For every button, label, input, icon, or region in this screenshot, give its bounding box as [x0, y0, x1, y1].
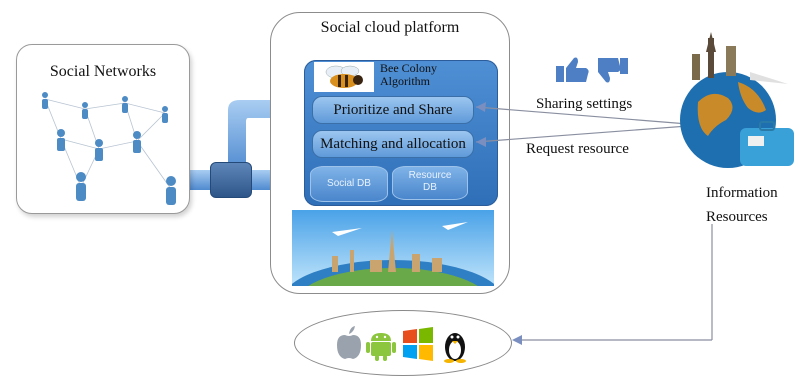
os-icons-row	[337, 326, 466, 363]
connector-node	[210, 162, 252, 198]
like-dislike-icons	[556, 57, 628, 83]
thumbs-down-icon	[598, 58, 621, 83]
world-travel-image	[292, 210, 494, 286]
information-resources-label: Information Resources	[706, 181, 778, 229]
linux-tux-icon	[444, 333, 466, 363]
matching-allocation-block: Matching and allocation	[312, 130, 474, 158]
social-networks-box: Social Networks	[16, 44, 190, 214]
algorithm-label-line2: Algorithm	[380, 74, 430, 88]
information-resources-globe	[680, 32, 794, 168]
apple-icon	[337, 326, 361, 359]
thumbs-up-icon	[566, 57, 589, 82]
resource-db: Resource DB	[392, 166, 468, 200]
request-arrow-line	[475, 125, 689, 143]
resource-db-line1: Resource	[408, 170, 452, 181]
information-line2: Resources	[706, 209, 768, 225]
resource-db-line2: DB	[423, 182, 437, 193]
algorithm-label-line1: Bee Colony	[380, 61, 437, 75]
sharing-arrowhead	[476, 102, 486, 112]
devices-arrowhead	[512, 335, 522, 345]
social-networks-title: Social Networks	[49, 63, 157, 80]
prioritize-share-block: Prioritize and Share	[312, 96, 474, 124]
person-icon	[42, 92, 48, 109]
platform-title: Social cloud platform	[320, 19, 460, 36]
request-arrowhead	[476, 137, 486, 147]
android-icon	[366, 333, 396, 361]
request-resource-label: Request resource	[526, 141, 629, 157]
social-db: Social DB	[310, 166, 388, 202]
people-network-illustration	[42, 92, 176, 205]
information-line1: Information	[706, 185, 778, 201]
sharing-arrow-line	[475, 106, 689, 125]
algorithm-label: Bee Colony Algorithm	[380, 62, 437, 88]
windows-icon	[403, 327, 433, 361]
sharing-settings-label: Sharing settings	[536, 96, 633, 112]
suitcase-icon	[740, 128, 794, 166]
bee-icon	[314, 62, 374, 92]
devices-oval	[294, 310, 512, 376]
